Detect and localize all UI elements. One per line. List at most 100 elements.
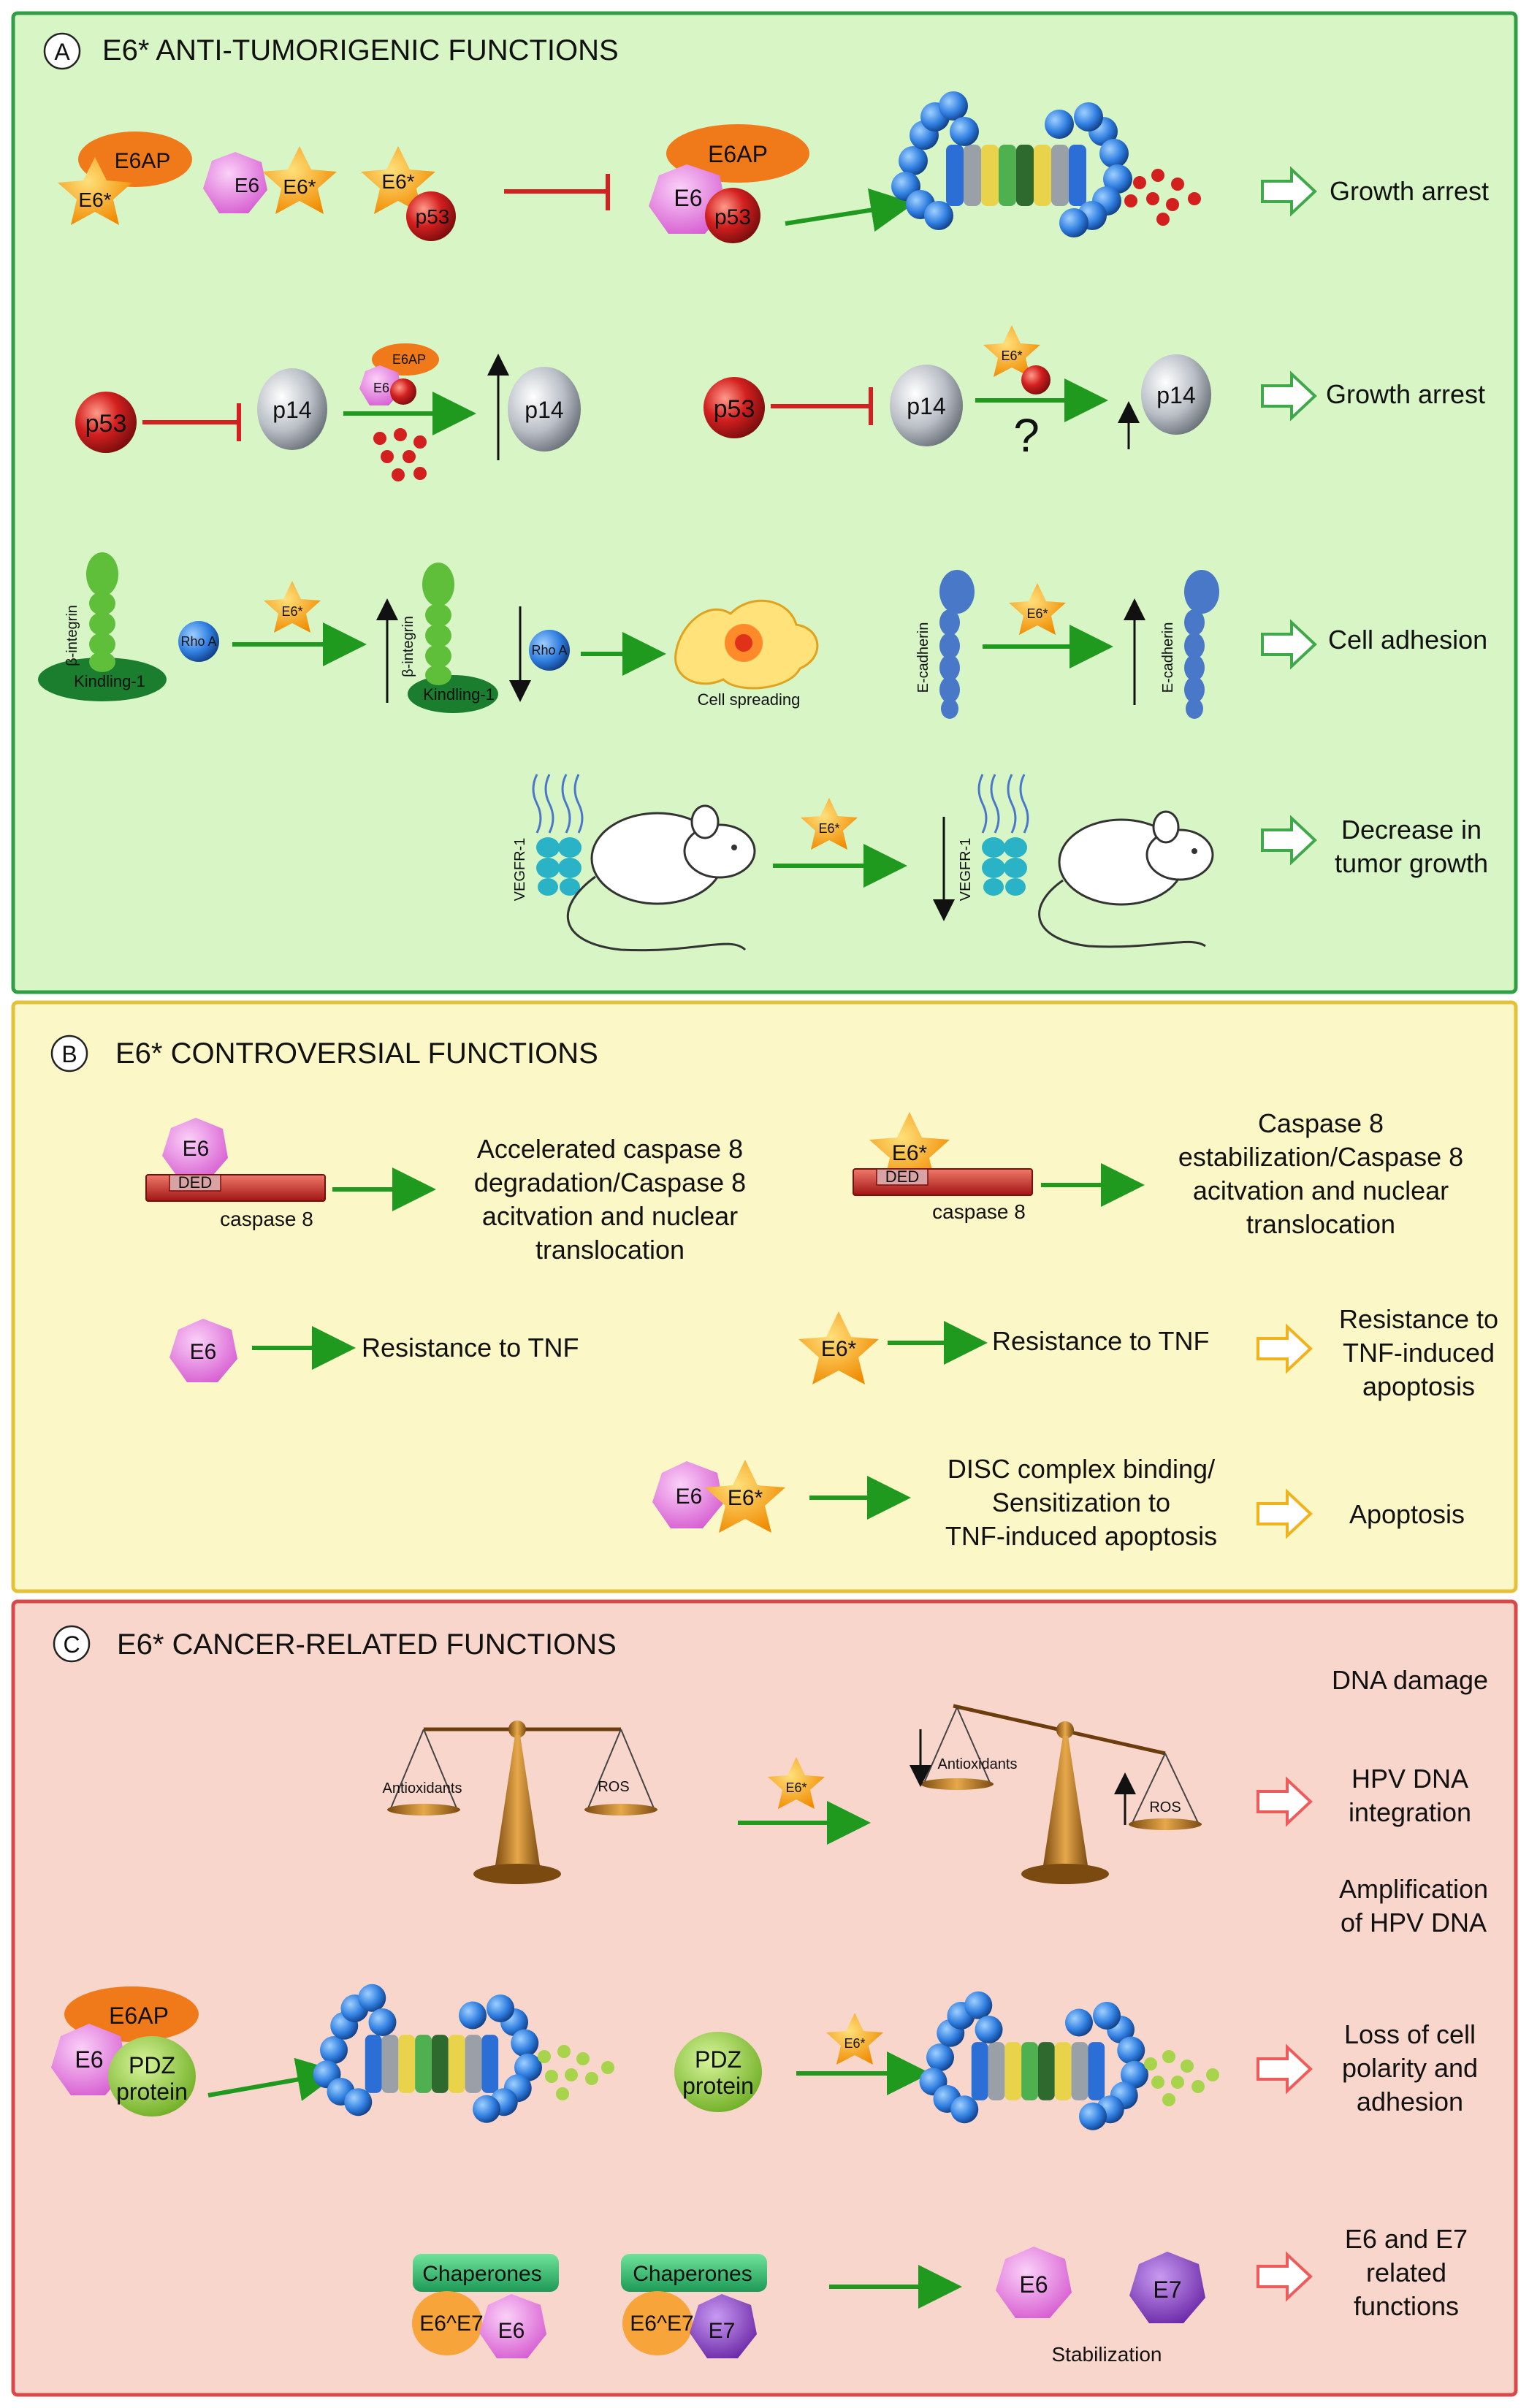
e6ap-protein (666, 124, 809, 183)
inhibit-arrow (771, 387, 873, 425)
svg-text:E-cadherin: E-cadherin (915, 622, 931, 693)
b1-right-text: Caspase 8 estabilization/Caspase 8 acitv… (1178, 1108, 1463, 1239)
b1-left-text: Accelerated caspase 8 degradation/Caspas… (474, 1134, 746, 1265)
proteasome-icon (919, 1991, 1148, 2130)
svg-text:Accelerated caspase 8: Accelerated caspase 8 (477, 1134, 743, 1164)
svg-text:E6*: E6* (283, 175, 316, 198)
svg-text:p14: p14 (1156, 382, 1195, 408)
svg-text:E6*: E6* (281, 604, 302, 619)
panel-b-letter-circle (50, 1035, 88, 1072)
svg-text:p14: p14 (272, 397, 311, 423)
outline-arrow-icon (1257, 1776, 1313, 1827)
svg-text:p53: p53 (714, 395, 755, 423)
p53-sphere (704, 377, 765, 438)
svg-text:E6: E6 (676, 1485, 703, 1509)
antioxidants-label: Antioxidants (383, 1780, 462, 1797)
svg-text:protein: protein (682, 2073, 754, 2099)
e6-hexagon (203, 152, 267, 213)
e6-hexagon (169, 1319, 237, 1382)
a4-outcome-line2: tumor growth (1335, 848, 1488, 878)
svg-text:Chaperones: Chaperones (633, 2262, 752, 2286)
svg-text:p53: p53 (714, 205, 751, 229)
svg-text:VEGFR-1: VEGFR-1 (512, 838, 528, 902)
svg-text:E6: E6 (674, 185, 702, 211)
svg-text:E6: E6 (183, 1137, 210, 1161)
panel-a-letter: A (54, 39, 70, 65)
a4-outcome-line1: Decrease in (1341, 815, 1482, 845)
svg-text:p14: p14 (907, 393, 945, 419)
ded-domain (876, 1168, 929, 1186)
svg-text:E6: E6 (498, 2319, 525, 2343)
svg-text:Loss of cell: Loss of cell (1344, 2019, 1476, 2049)
panel-a-title: E6* ANTI-TUMORIGENIC FUNCTIONS (102, 34, 619, 66)
outline-arrow-icon (1257, 1488, 1313, 1539)
p53-sphere (406, 191, 456, 241)
c1-outcome-bottom: Amplification of HPV DNA (1339, 1874, 1488, 1938)
a2-mini-complex: E6AP E6 (359, 343, 439, 405)
e7-hexagon (1129, 2252, 1205, 2323)
svg-text:E6*: E6* (78, 188, 111, 211)
ded-domain (169, 1174, 221, 1192)
a2-e6star-p53-complex: E6* (983, 325, 1051, 395)
svg-text:E6*: E6* (785, 1780, 807, 1795)
outline-arrow-icon (1257, 2251, 1313, 2302)
p14-sphere (1141, 354, 1211, 435)
spreading-cell-icon (674, 599, 819, 690)
outline-arrow-icon (1261, 619, 1317, 670)
e-cadherin-protein (939, 570, 975, 719)
outline-arrow-icon (1261, 370, 1317, 422)
balance-scale-icon (387, 1721, 657, 1884)
beta-integrin-kindlin-complex: Kindling-1 β-integrin (38, 552, 167, 701)
rhoa-sphere (529, 630, 570, 671)
e6star-star (262, 146, 337, 214)
a1-e6ap-e6-p53-complex: E6AP E6 p53 (649, 124, 809, 243)
caspase8-label: caspase 8 (932, 1200, 1026, 1223)
svg-text:Amplification: Amplification (1339, 1874, 1488, 1904)
svg-text:Kindling-1: Kindling-1 (423, 685, 495, 704)
outline-arrow-icon (1261, 815, 1317, 866)
svg-text:related: related (1366, 2258, 1446, 2287)
panel-a-letter-circle (43, 32, 81, 70)
svg-text:acitvation and nuclear: acitvation and nuclear (482, 1201, 738, 1231)
e6ap-protein (78, 132, 192, 187)
svg-text:E6: E6 (190, 1340, 217, 1364)
vegfr1-receptor (532, 774, 584, 896)
cell-spreading-label: Cell spreading (698, 690, 801, 709)
svg-text:Sensitization to: Sensitization to (992, 1487, 1170, 1517)
svg-text:E6*: E6* (892, 1141, 928, 1165)
svg-text:E6*: E6* (1001, 348, 1022, 363)
svg-text:Caspase 8: Caspase 8 (1258, 1108, 1384, 1138)
e6star-star (1009, 583, 1066, 635)
c3-outcome: E6 and E7 related functions (1345, 2224, 1468, 2321)
svg-text:estabilization/Caspase 8: estabilization/Caspase 8 (1178, 1142, 1463, 1172)
svg-text:Rho A: Rho A (180, 634, 216, 649)
svg-text:p53: p53 (416, 205, 450, 228)
svg-text:E6AP: E6AP (392, 352, 426, 367)
p14-sphere (257, 368, 327, 450)
svg-text:protein: protein (116, 2079, 188, 2105)
vegfr1-receptor (977, 774, 1029, 896)
b2-left-text: Resistance to TNF (362, 1333, 579, 1363)
svg-text:DED: DED (178, 1173, 212, 1192)
svg-text:E6AP: E6AP (115, 149, 171, 173)
e-cadherin-protein (1184, 570, 1219, 719)
c2-e6ap-e6-pdz-complex: E6AP E6 PDZ protein (51, 1986, 199, 2116)
a1-outcome: Growth arrest (1330, 176, 1489, 206)
proteasome-icon (891, 91, 1132, 237)
svg-text:degradation/Caspase 8: degradation/Caspase 8 (474, 1167, 746, 1197)
e6star-star (826, 2013, 883, 2065)
tilted-balance-scale-icon (920, 1704, 1202, 1884)
caspase8-label: caspase 8 (220, 1208, 313, 1230)
beta-integrin-kindlin-complex: Kindling-1 β-integrin (400, 563, 498, 713)
e6star-star (705, 1460, 785, 1533)
svg-text:E6^E7: E6^E7 (630, 2312, 693, 2336)
proteasome-icon (313, 1984, 542, 2123)
svg-text:E6: E6 (235, 174, 259, 197)
b2-right-text: Resistance to TNF (992, 1326, 1209, 1356)
e6star-star (768, 1757, 825, 1809)
svg-text:p53: p53 (85, 410, 127, 438)
panel-c-title: E6* CANCER-RELATED FUNCTIONS (117, 1628, 617, 1661)
degradation-fragments (538, 2045, 614, 2100)
a2-outcome: Growth arrest (1326, 379, 1485, 409)
inhibit-arrow (504, 174, 610, 210)
